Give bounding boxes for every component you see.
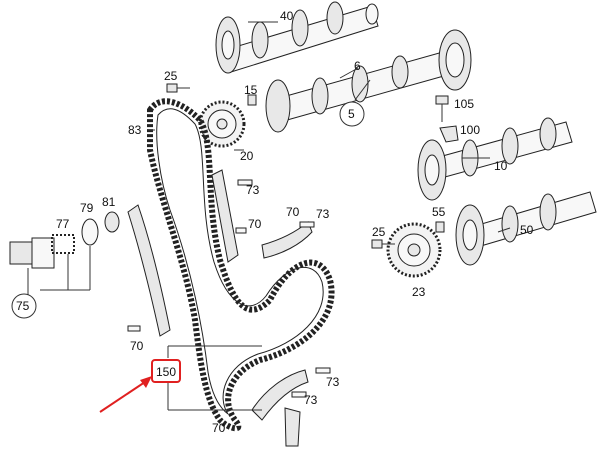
label-150: 150 bbox=[156, 365, 176, 379]
spring-77[interactable] bbox=[51, 234, 75, 254]
timing-chain-83[interactable] bbox=[147, 98, 335, 432]
chain-guide-81[interactable] bbox=[127, 204, 171, 337]
label-75: 75 bbox=[16, 299, 30, 313]
label-70-b: 70 bbox=[286, 205, 300, 219]
sprocket-23[interactable] bbox=[386, 222, 442, 278]
lower-chain-guide[interactable] bbox=[251, 369, 309, 421]
callout-circle-5 bbox=[339, 101, 365, 127]
lower-bracket[interactable] bbox=[284, 407, 301, 447]
label-50: 50 bbox=[520, 223, 534, 237]
washer-55[interactable] bbox=[435, 221, 445, 233]
sprocket-20[interactable] bbox=[198, 100, 246, 148]
label-81: 81 bbox=[102, 195, 116, 209]
label-20: 20 bbox=[240, 149, 254, 163]
seal-79[interactable] bbox=[81, 218, 99, 246]
label-5: 5 bbox=[348, 107, 355, 121]
label-23: 23 bbox=[412, 285, 426, 299]
chain-guide-right[interactable] bbox=[261, 221, 313, 259]
label-25-upper: 25 bbox=[164, 69, 178, 83]
label-73-c: 73 bbox=[326, 375, 340, 389]
label-40: 40 bbox=[280, 9, 294, 23]
callout-circle-75 bbox=[11, 293, 37, 319]
bolt-105[interactable] bbox=[435, 95, 449, 122]
highlight-arrow-icon bbox=[99, 376, 152, 413]
label-25-lower: 25 bbox=[372, 225, 386, 239]
leader-lines bbox=[27, 21, 511, 411]
timing-chain-inner bbox=[156, 108, 324, 415]
label-70-a: 70 bbox=[248, 217, 262, 231]
label-105: 105 bbox=[454, 97, 474, 111]
label-70-d: 70 bbox=[212, 421, 226, 435]
label-73-d: 73 bbox=[304, 393, 318, 407]
camshaft-40[interactable] bbox=[215, 1, 379, 74]
label-15: 15 bbox=[244, 83, 258, 97]
label-77: 77 bbox=[56, 217, 70, 231]
bracket-100[interactable] bbox=[439, 125, 459, 143]
label-73-b: 73 bbox=[316, 207, 330, 221]
tensioner-75[interactable] bbox=[9, 237, 55, 269]
label-100: 100 bbox=[460, 123, 480, 137]
tensioner-rail[interactable] bbox=[211, 169, 239, 263]
label-79: 79 bbox=[80, 201, 94, 215]
label-55: 55 bbox=[432, 205, 446, 219]
label-83: 83 bbox=[128, 123, 142, 137]
label-6: 6 bbox=[354, 59, 361, 73]
washer-15[interactable] bbox=[247, 94, 257, 106]
bolt-25-upper[interactable] bbox=[166, 83, 190, 93]
pins bbox=[127, 179, 331, 398]
callout-box-150 bbox=[151, 359, 181, 383]
label-10: 10 bbox=[494, 159, 508, 173]
seal-81[interactable] bbox=[104, 211, 120, 233]
label-73-a: 73 bbox=[246, 183, 260, 197]
camshaft-50[interactable] bbox=[455, 191, 597, 266]
camshaft-10[interactable] bbox=[417, 117, 573, 201]
label-70-c: 70 bbox=[130, 339, 144, 353]
bolt-25-lower[interactable] bbox=[371, 239, 395, 249]
